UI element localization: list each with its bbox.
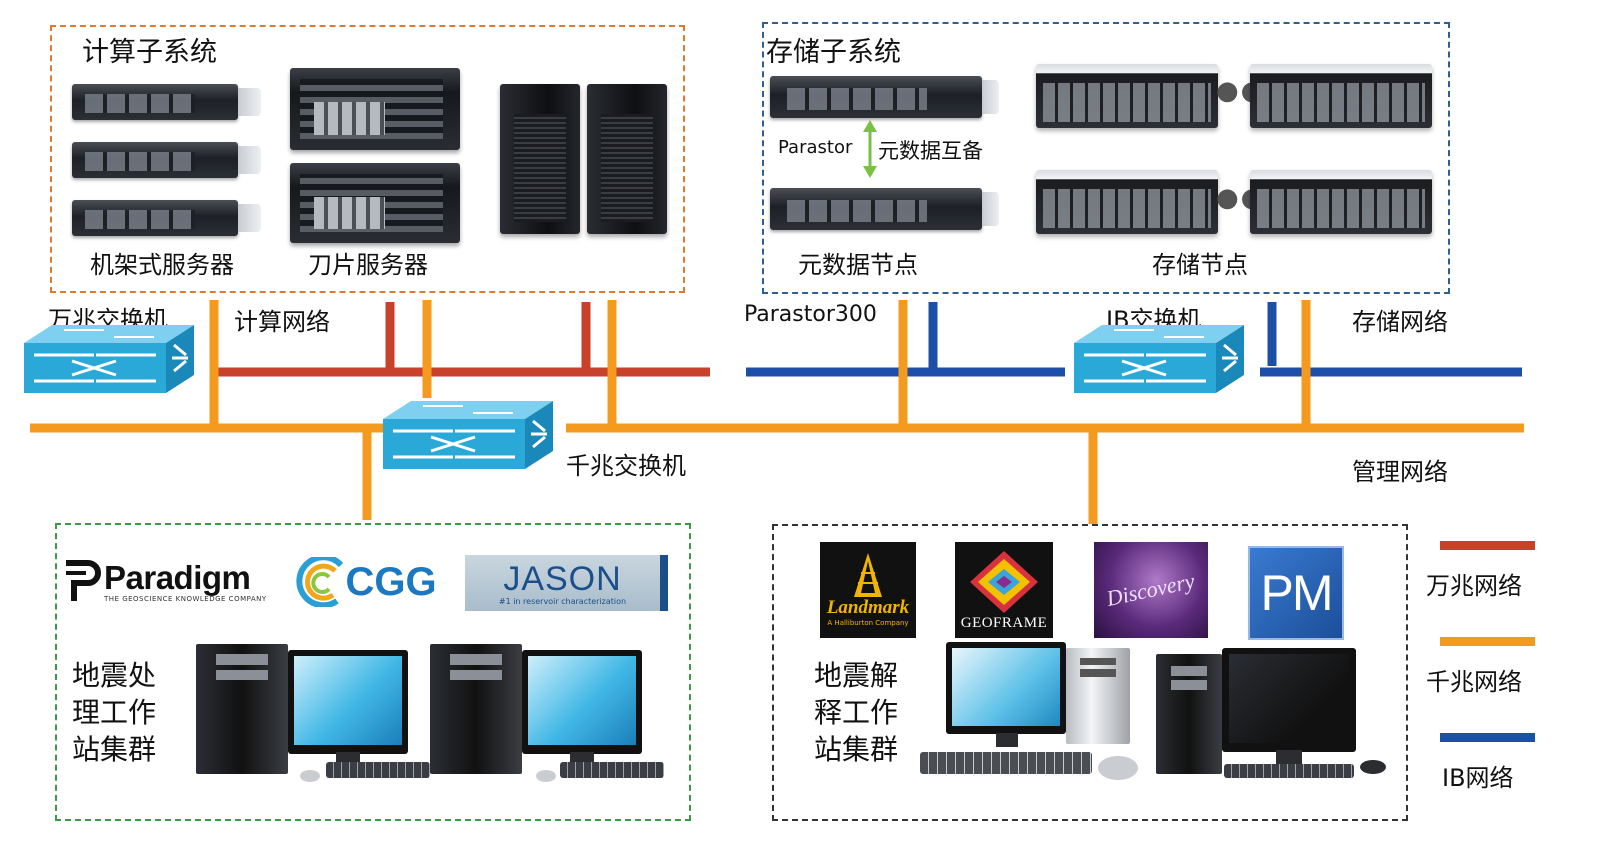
legend-swatch-ib xyxy=(1440,733,1535,742)
rack-server-2 xyxy=(72,142,262,178)
discovery-logo: Discovery xyxy=(1094,542,1208,638)
paradigm-tagline: THE GEOSCIENCE KNOWLEDGE COMPANY xyxy=(104,595,267,603)
rack-server-label: 机架式服务器 xyxy=(90,251,234,279)
geoframe-logo: GeoFrame xyxy=(955,542,1053,638)
pm-logo: PM xyxy=(1248,546,1344,640)
workstation-tower xyxy=(1066,648,1130,744)
blade-server-1 xyxy=(290,68,460,150)
tower-server-1 xyxy=(500,84,580,234)
discovery-wordmark: Discovery xyxy=(1104,568,1198,612)
workstation-mouse xyxy=(536,770,556,782)
jason-logo: JASON #1 in reservoir characterization xyxy=(465,555,668,611)
compute-network-label: 计算网络 xyxy=(234,308,330,336)
compute-subsystem-box xyxy=(50,25,685,293)
storage-node-1 xyxy=(1036,64,1218,128)
paradigm-logo: Paradigm THE GEOSCIENCE KNOWLEDGE COMPAN… xyxy=(62,556,268,608)
processing-title-line-2: 理工作 xyxy=(72,696,157,729)
gig-switch-icon xyxy=(383,401,553,469)
storage-node-2 xyxy=(1250,64,1432,128)
landmark-logo: Landmark A Halliburton Company xyxy=(820,542,916,638)
workstation-monitor xyxy=(946,642,1066,734)
workstation-keyboard xyxy=(1224,764,1354,778)
metadata-backup-label: 元数据互备 xyxy=(878,139,983,163)
geoframe-diamond-icon xyxy=(970,550,1038,613)
legend-swatch-gig xyxy=(1440,637,1535,646)
workstation-monitor xyxy=(522,650,642,754)
rack-server-1 xyxy=(72,84,262,120)
rack-server-3 xyxy=(72,200,262,236)
geoframe-wordmark: GeoFrame xyxy=(960,614,1048,631)
workstation-keyboard xyxy=(920,752,1092,774)
workstation-tower xyxy=(1156,654,1222,774)
cgg-logo: CGG xyxy=(283,556,447,608)
storage-subsystem-title: 存储子系统 xyxy=(766,37,901,68)
processing-cluster-box xyxy=(55,523,691,821)
interpretation-cluster-box xyxy=(772,524,1408,821)
parastor300-label: Parastor300 xyxy=(744,302,877,327)
metadata-node-server-2 xyxy=(770,188,999,230)
workstation-mouse xyxy=(1098,756,1138,780)
blade-server-label: 刀片服务器 xyxy=(308,251,428,279)
processing-cluster-title: 地震处 理工作 站集群 xyxy=(72,657,156,768)
workstation-tower xyxy=(196,644,288,774)
processing-title-line-3: 站集群 xyxy=(72,733,157,766)
tengig-switch-icon xyxy=(24,325,194,393)
mgmt-network-label: 管理网络 xyxy=(1352,458,1448,486)
landmark-tagline: A Halliburton Company xyxy=(827,619,909,627)
paradigm-wordmark: Paradigm xyxy=(104,559,251,596)
metadata-node-label: 元数据节点 xyxy=(798,251,918,279)
jason-tagline: #1 in reservoir characterization xyxy=(498,596,627,606)
tower-server-2 xyxy=(587,84,667,234)
workstation-tower xyxy=(430,644,522,774)
interpretation-title-line-2: 释工作 xyxy=(814,696,899,729)
storage-node-3 xyxy=(1036,170,1218,234)
workstation-mouse xyxy=(1360,760,1386,774)
parastor-label: Parastor xyxy=(778,137,853,158)
interpretation-title-line-1: 地震解 xyxy=(814,659,899,692)
compute-subsystem-title: 计算子系统 xyxy=(82,37,217,68)
gig-switch-label: 千兆交换机 xyxy=(566,452,686,480)
landmark-derrick-icon xyxy=(854,553,882,597)
landmark-wordmark: Landmark xyxy=(826,597,910,618)
legend-label-tengig: 万兆网络 xyxy=(1426,572,1522,600)
workstation-mouse xyxy=(300,770,320,782)
workstation-keyboard xyxy=(560,762,664,778)
legend-label-ib: IB网络 xyxy=(1442,764,1514,792)
legend-swatch-tengig xyxy=(1440,541,1535,550)
cgg-wordmark: CGG xyxy=(345,559,437,604)
storage-node-label: 存储节点 xyxy=(1152,251,1248,279)
workstation-monitor xyxy=(1222,648,1356,752)
cgg-swirl-icon xyxy=(296,557,344,607)
jason-wordmark: JASON xyxy=(503,559,622,598)
pm-wordmark: PM xyxy=(1260,565,1334,621)
workstation-keyboard xyxy=(326,762,430,778)
metadata-backup-arrow xyxy=(863,120,877,178)
storage-network-label: 存储网络 xyxy=(1352,308,1448,336)
workstation-monitor xyxy=(288,650,408,754)
metadata-node-server-1 xyxy=(770,76,999,118)
interpretation-title-line-3: 站集群 xyxy=(814,733,899,766)
interpretation-cluster-title: 地震解 释工作 站集群 xyxy=(814,657,898,768)
storage-node-4 xyxy=(1250,170,1432,234)
paradigm-mark-icon xyxy=(66,560,101,601)
storage-subsystem-box xyxy=(762,22,1450,294)
ib-switch-icon xyxy=(1074,325,1244,393)
processing-title-line-1: 地震处 xyxy=(72,659,157,692)
legend-label-gig: 千兆网络 xyxy=(1426,668,1522,696)
blade-server-2 xyxy=(290,163,460,243)
